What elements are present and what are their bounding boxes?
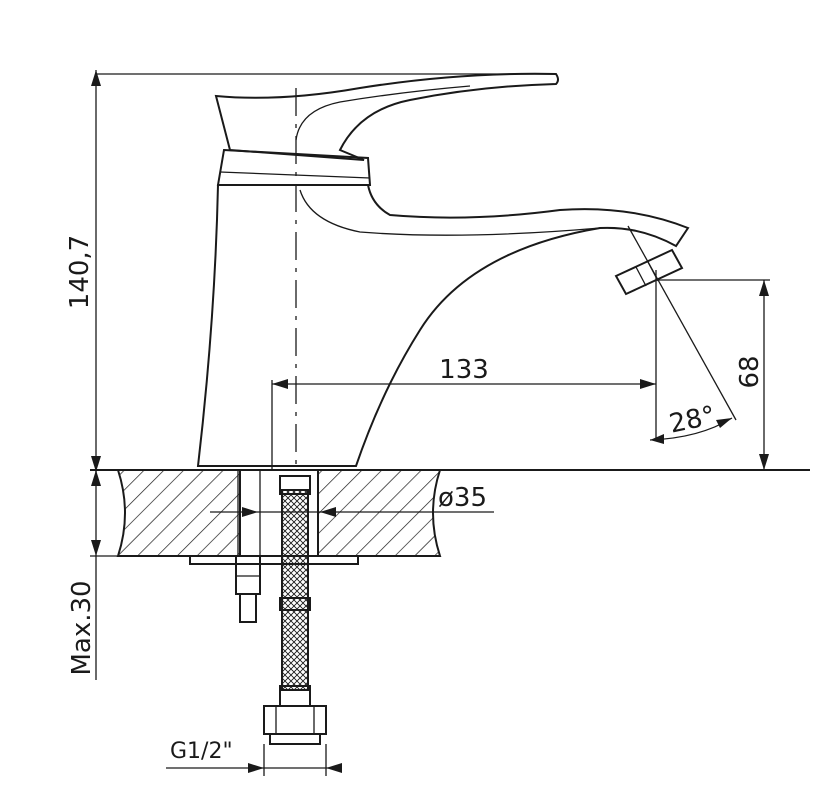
thread-dimension: G1/2" bbox=[166, 739, 342, 776]
faucet-body bbox=[196, 148, 690, 467]
diameter-label: ø35 bbox=[438, 483, 487, 513]
height-dimension: 140,7 bbox=[65, 70, 556, 472]
reach-dimension: 133 bbox=[271, 270, 657, 470]
thickness-dimension: Max.30 bbox=[67, 470, 101, 680]
angle-dimension: 28° bbox=[627, 225, 737, 444]
hex-nut bbox=[263, 705, 327, 745]
mounting-stud bbox=[235, 555, 261, 623]
height-label: 140,7 bbox=[65, 235, 95, 309]
supply-hose bbox=[279, 475, 311, 707]
countertop-section bbox=[90, 469, 810, 565]
reach-label: 133 bbox=[439, 355, 489, 385]
thickness-label: Max.30 bbox=[67, 580, 97, 675]
spout-height-label: 68 bbox=[735, 355, 765, 388]
handle-lever bbox=[214, 72, 559, 161]
spout-height-dimension: 68 bbox=[656, 279, 770, 470]
angle-label: 28° bbox=[667, 401, 718, 440]
aerator bbox=[614, 248, 684, 296]
diameter-dimension: ø35 bbox=[210, 483, 494, 517]
thread-label: G1/2" bbox=[170, 739, 233, 764]
